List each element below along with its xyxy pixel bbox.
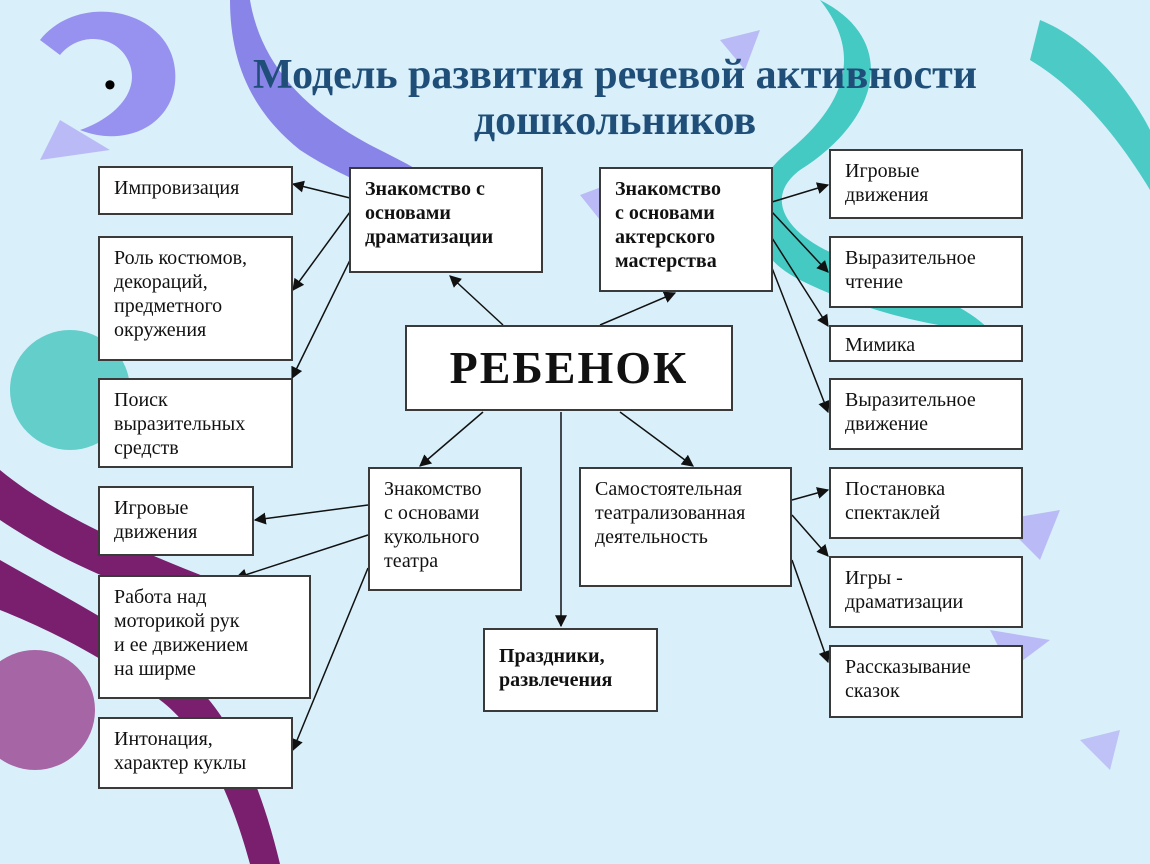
leaf-game-moves-right: Игровые движения [829, 149, 1023, 219]
node-acting: Знакомство с основами актерского мастерс… [599, 167, 773, 292]
leaf-intonation: Интонация, характер куклы [98, 717, 293, 789]
arrow-independent-to-games [791, 514, 829, 557]
arrow-acting-to-movement [771, 267, 830, 414]
slide-title-line-1: Модель развития речевой активности [253, 52, 977, 98]
leaf-expressive-reading: Выразительное чтение [829, 236, 1023, 308]
node-holidays: Праздники, развлечения [483, 628, 658, 712]
arrow-dramatization-to-improvisation [291, 180, 351, 199]
decor-triangle [40, 120, 110, 160]
root-node-child: РЕБЕНОК [405, 325, 733, 411]
leaf-hand-motor: Работа над моторикой рук и ее движением … [98, 575, 311, 699]
arrow-puppet-to-hands [234, 534, 369, 581]
leaf-storytelling: Рассказывание сказок [829, 645, 1023, 718]
decor-band-purple-2 [0, 560, 280, 864]
arrow-puppet-to-intonation [291, 567, 369, 752]
arrow-root-to-independent [619, 411, 694, 467]
arrow-independent-to-stories [791, 559, 831, 664]
title-bullet: • [104, 66, 116, 104]
arrow-acting-to-game-moves [771, 182, 830, 203]
leaf-search-means: Поиск выразительных средств [98, 378, 293, 468]
node-dramatization: Знакомство с основами драматизации [349, 167, 543, 273]
slide-title-line-2: дошкольников [473, 98, 757, 144]
arrow-dramatization-to-costumes [292, 211, 351, 291]
leaf-expressive-movement: Выразительное движение [829, 378, 1023, 450]
node-independent: Самостоятельная театрализованная деятель… [579, 467, 792, 587]
leaf-staging: Постановка спектаклей [829, 467, 1023, 539]
decor-triangle [720, 30, 760, 70]
leaf-dramatization-games: Игры - драматизации [829, 556, 1023, 628]
slide-title: Модель развития речевой активности дошко… [150, 52, 1080, 144]
arrow-dramatization-to-search [291, 249, 356, 380]
node-puppet: Знакомство с основами кукольного театра [368, 467, 522, 591]
arrow-root-to-puppet [419, 411, 484, 467]
arrow-puppet-to-game-moves [253, 504, 369, 525]
decor-blob-mauve [0, 650, 95, 770]
leaf-mimicry: Мимика [829, 325, 1023, 362]
arrow-independent-to-staging [791, 487, 830, 501]
decor-ribbon-teal [753, 0, 990, 330]
arrow-acting-to-mimicry [771, 237, 829, 328]
leaf-game-moves-left: Игровые движения [98, 486, 254, 556]
decor-swirl-violet [40, 11, 176, 137]
leaf-costumes: Роль костюмов, декораций, предметного ок… [98, 236, 293, 361]
arrow-root-to-acting [599, 291, 677, 326]
arrow-root-to-dramatization [449, 275, 504, 326]
decor-triangle [1080, 730, 1120, 770]
decor-ribbon-teal-2 [1030, 20, 1150, 190]
arrow-acting-to-reading [771, 211, 829, 273]
leaf-improvisation: Импровизация [98, 166, 293, 215]
